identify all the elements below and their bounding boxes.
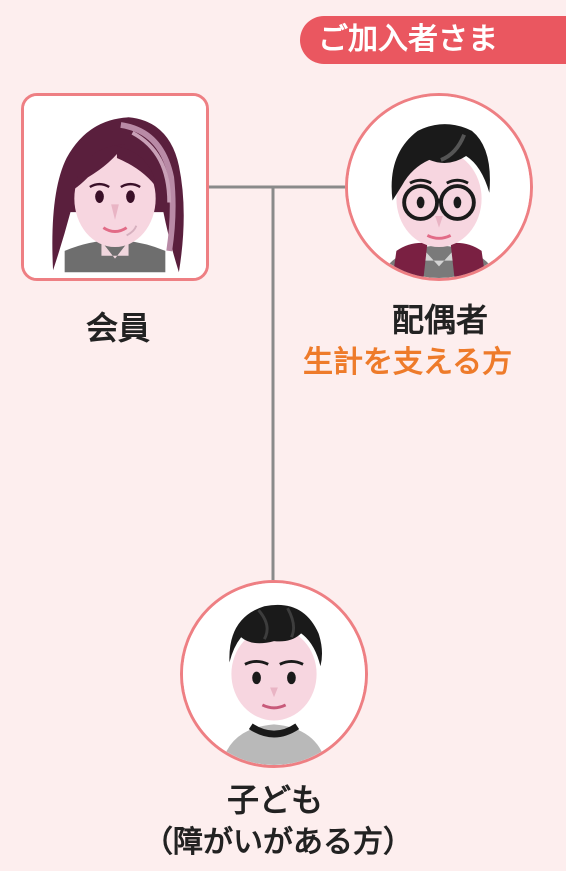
spouse-sublabel: 生計を支える方 xyxy=(303,345,513,380)
member-label: 会員 xyxy=(85,309,150,347)
spouse-portrait xyxy=(345,93,533,281)
child-label: 子ども xyxy=(226,781,323,819)
child-sublabel: （障がいがある方） xyxy=(143,825,413,860)
child-avatar-icon xyxy=(183,583,365,765)
child-portrait xyxy=(180,580,368,768)
man-with-glasses-avatar-icon xyxy=(348,96,530,278)
member-portrait xyxy=(21,93,209,281)
spouse-label: 配偶者 xyxy=(391,301,488,339)
subscriber-badge: ご加入者さま xyxy=(300,16,566,64)
woman-avatar-icon xyxy=(24,96,206,278)
